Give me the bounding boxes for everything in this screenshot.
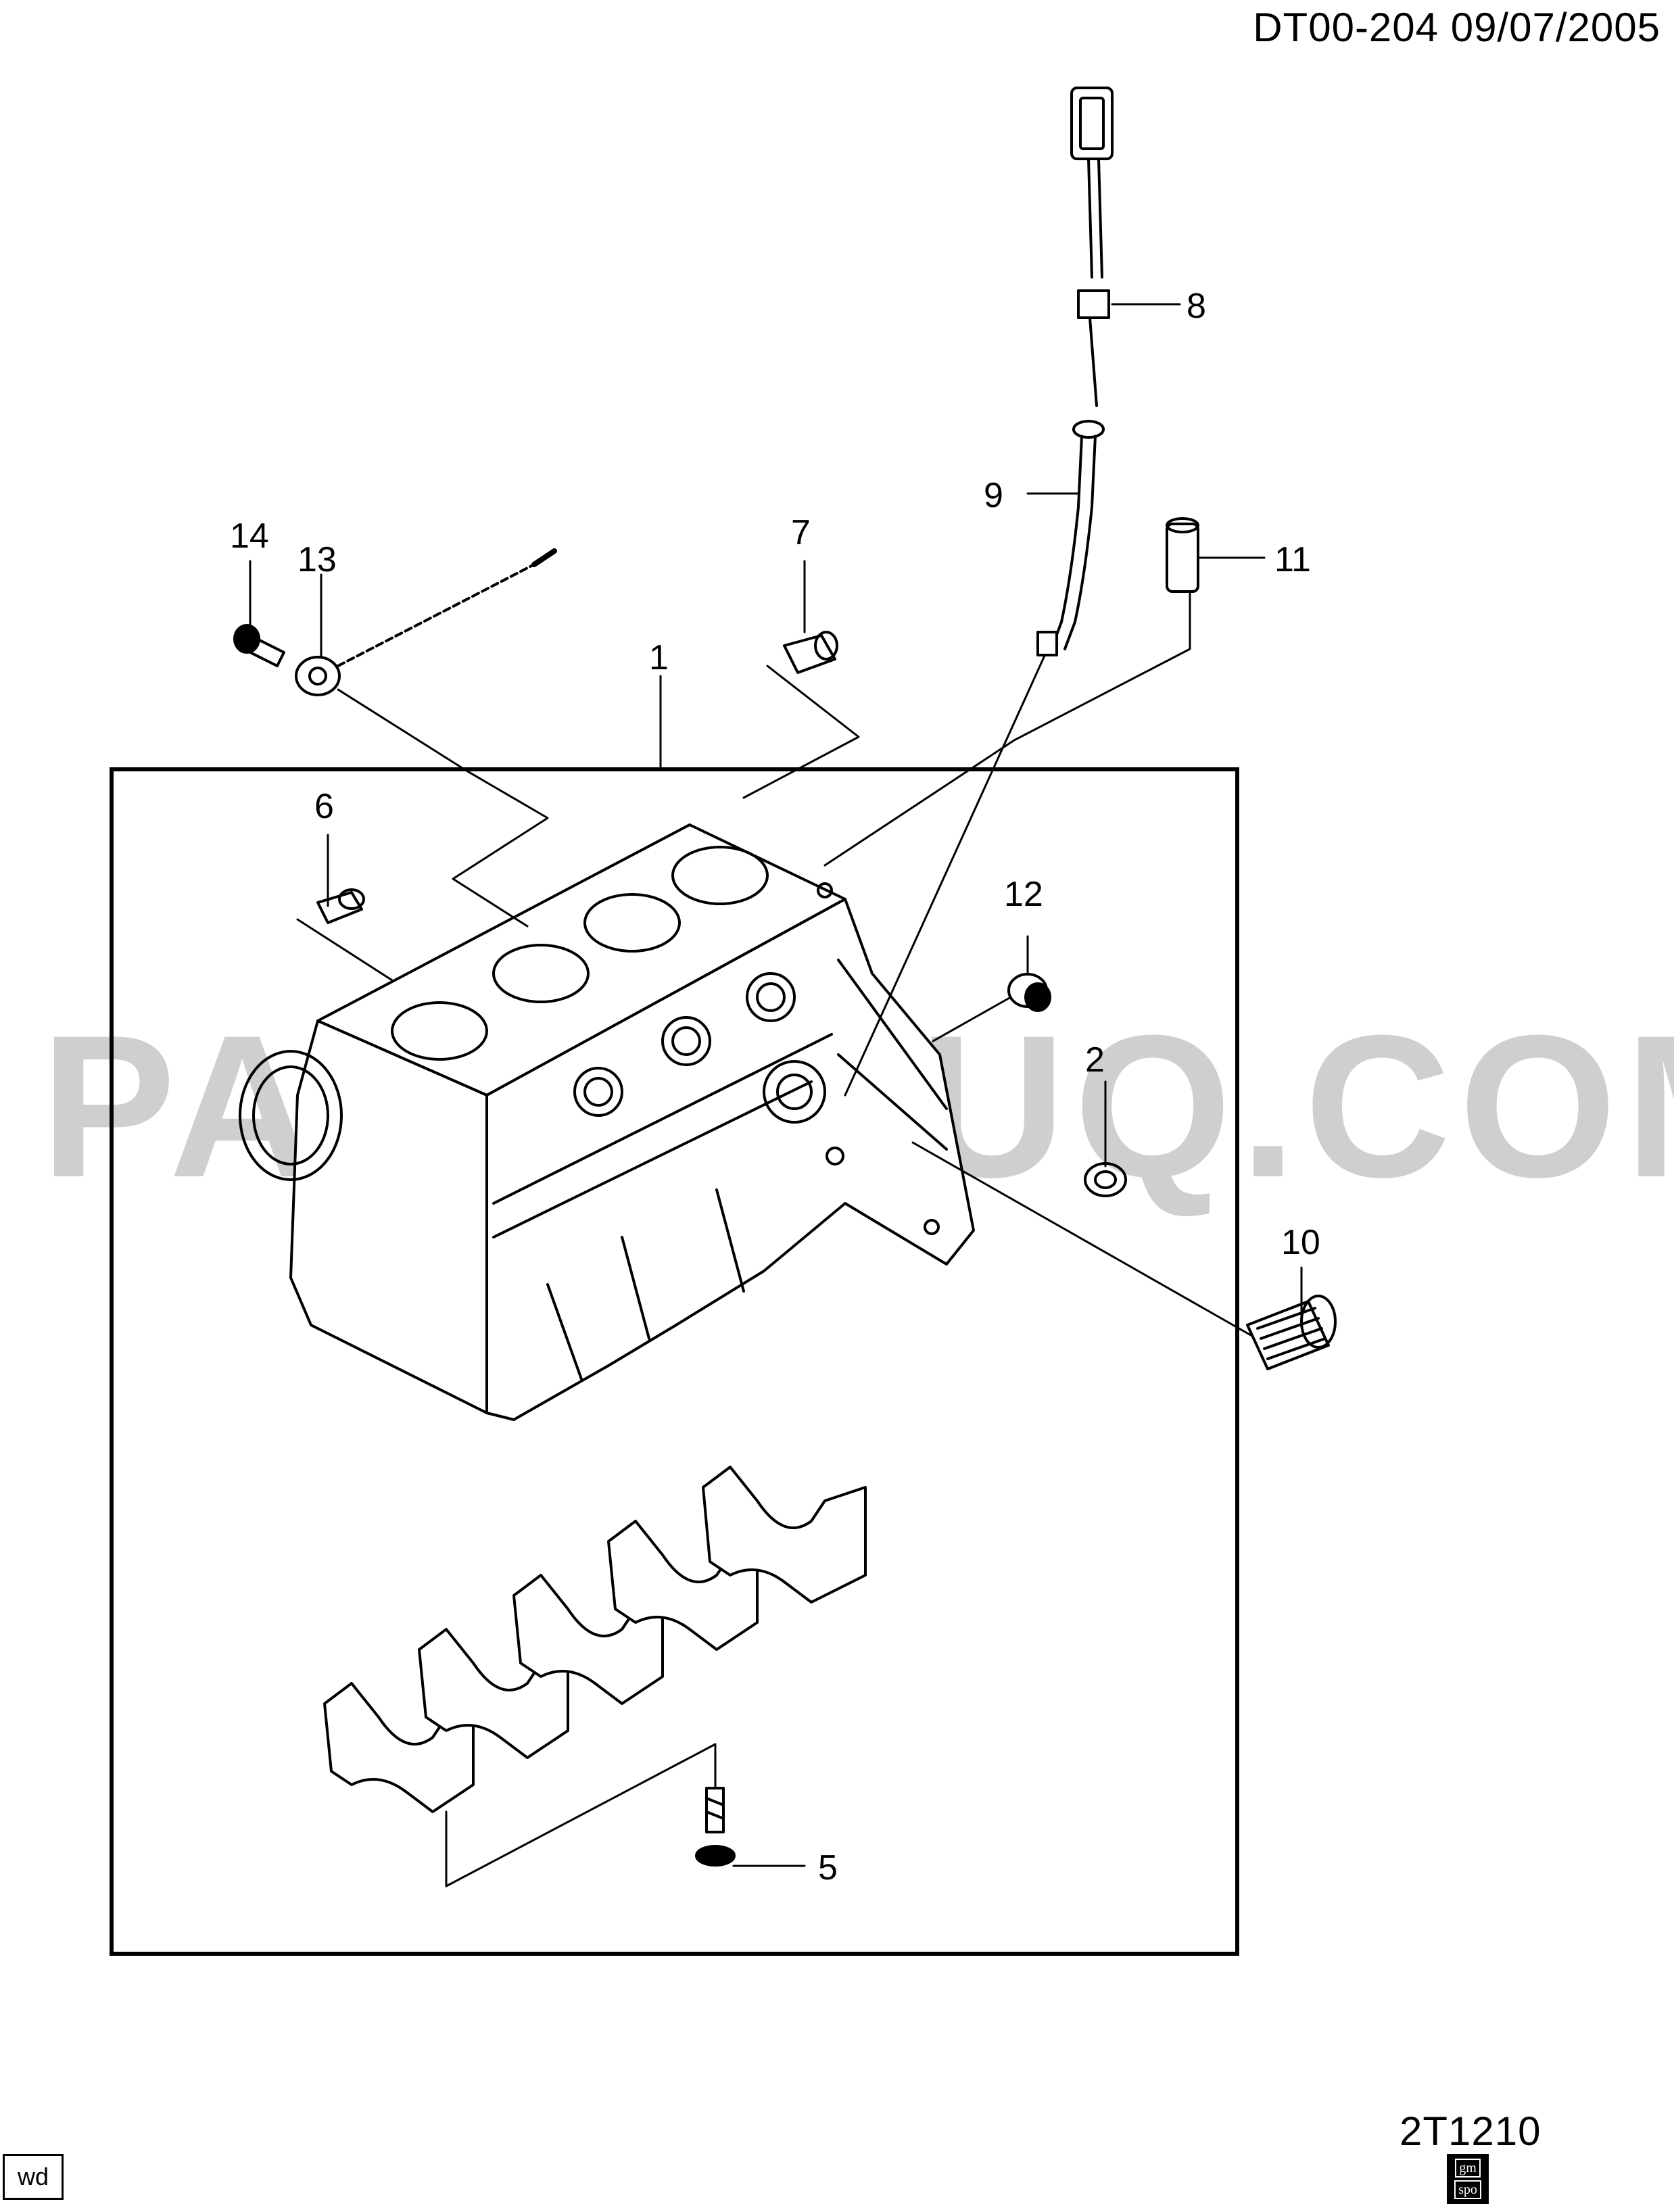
gm-spo-logo: gm spo [1447, 2154, 1489, 2204]
logo-bottom-text: spo [1454, 2180, 1481, 2199]
core-plug [316, 888, 365, 924]
bearing-caps [323, 1466, 867, 1813]
callout-2: 2 [1085, 1040, 1105, 1080]
dipstick-tube [1036, 420, 1105, 656]
oil-dipstick [1070, 87, 1114, 407]
callout-12: 12 [1004, 875, 1043, 914]
oil-strainer [1246, 1295, 1337, 1370]
figure-code: 2T1210 [1400, 2109, 1541, 2154]
dowel-pin [1166, 517, 1199, 593]
document-code: DT00-204 09/07/2005 [1253, 5, 1660, 50]
drain-plug [1007, 973, 1051, 1012]
knock-sensor [295, 548, 557, 696]
dowel-sleeve [783, 631, 838, 674]
logo-top-text: gm [1455, 2159, 1481, 2178]
callout-14: 14 [230, 516, 269, 556]
callout-10: 10 [1281, 1223, 1320, 1262]
wd-badge: wd [3, 2154, 64, 2200]
callout-13: 13 [297, 540, 337, 579]
callout-9: 9 [984, 476, 1003, 515]
callout-8: 8 [1187, 287, 1206, 326]
callout-11: 11 [1274, 540, 1311, 579]
sensor-bolt [233, 624, 285, 667]
callout-7: 7 [791, 513, 811, 552]
bearing-cap-bolt [695, 1787, 736, 1867]
leader-lines [249, 303, 1303, 1888]
callout-5: 5 [818, 1848, 838, 1888]
assembly-frame [110, 767, 1239, 1956]
callout-1: 1 [649, 638, 669, 677]
callout-labels: 1 2 5 6 7 8 9 10 11 12 13 14 [230, 287, 1320, 1888]
callout-6: 6 [314, 787, 334, 826]
engine-block [239, 823, 975, 1421]
